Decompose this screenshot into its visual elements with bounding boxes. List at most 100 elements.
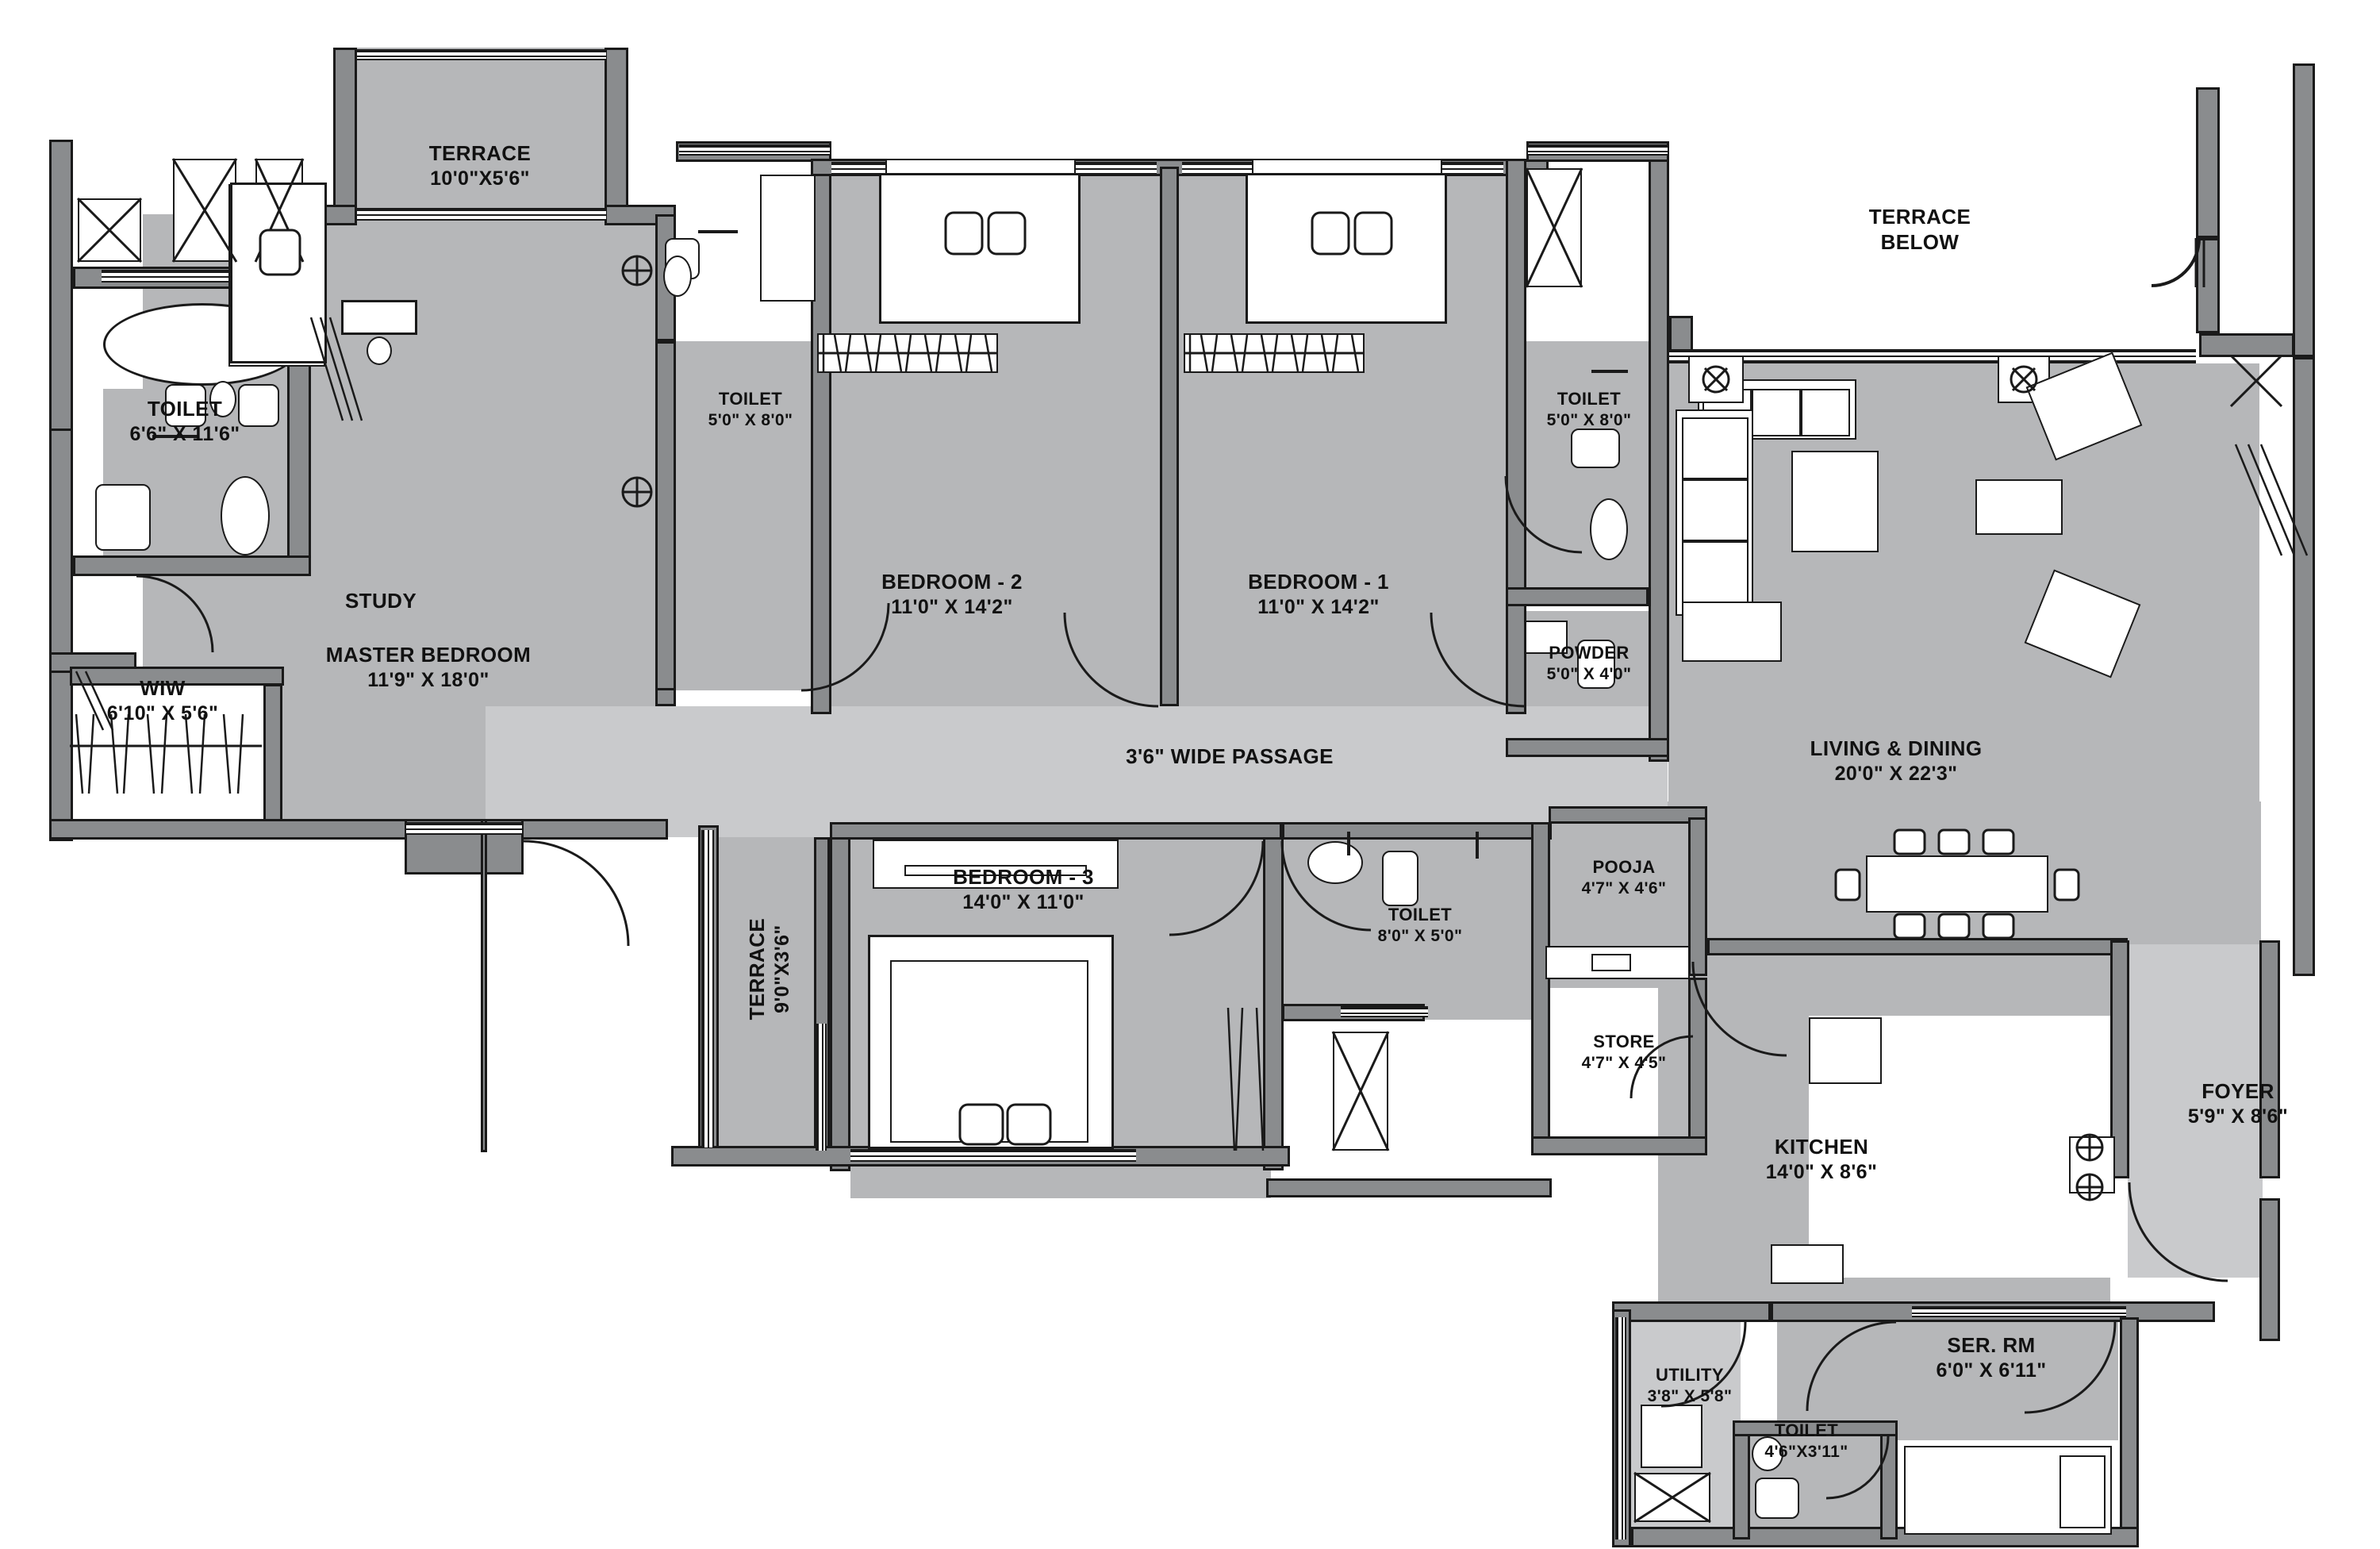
wc-servant-toilet — [1755, 1478, 1799, 1519]
window-living-sliding — [1669, 349, 2196, 363]
wall-terracebelow-right — [2199, 333, 2294, 357]
wc-master — [95, 484, 151, 551]
label-servant-room: SER. RM 6'0" X 6'11" — [1936, 1333, 2047, 1382]
window-terrace-top — [357, 49, 606, 60]
label-master-toilet: TOILET 6'6" X 11'6" — [129, 397, 240, 445]
room-fill-terrace-top — [333, 48, 627, 214]
wall-t2-left-2 — [655, 341, 676, 690]
shower-toilet-bed2 — [760, 175, 816, 302]
basin-powder — [1525, 621, 1568, 654]
wall-kitchen-top — [1707, 938, 2128, 955]
room-fill-terrace-below — [1680, 67, 2200, 329]
wall-passage-bottom-1 — [481, 819, 487, 1152]
label-terrace-top: TERRACE 10'0"X5'6" — [428, 141, 532, 190]
wall-pooja-top — [1549, 806, 1707, 824]
sofa-seg-2 — [1752, 389, 1801, 436]
washer-utility — [1641, 1405, 1702, 1468]
sectional-seg-3 — [1682, 541, 1749, 603]
wall-bed3-top — [830, 822, 1282, 840]
wall-bed3-right — [1263, 837, 1284, 1170]
label-study: STUDY — [344, 589, 417, 613]
label-toilet-bed1: TOILET 5'0" X 8'0" — [1546, 389, 1632, 429]
duct-master-1 — [173, 159, 236, 262]
shower-toilet-bed1 — [1526, 168, 1582, 287]
wall-bed1-right — [1506, 159, 1526, 714]
wall-living-topright — [2196, 87, 2220, 238]
wall-kitchen-bottom — [1612, 1301, 1771, 1322]
basin-servant-toilet — [1752, 1436, 1783, 1471]
label-servant-toilet: TOILET 4'6"X3'11" — [1764, 1420, 1848, 1461]
label-foyer: FOYER 5'9" X 8'6" — [2187, 1079, 2289, 1128]
wall-terrace-right — [605, 48, 628, 222]
bed-master-body — [230, 183, 327, 363]
wardrobe-servant — [2059, 1455, 2106, 1528]
sofa-seg-3 — [1801, 389, 1850, 436]
wc-toilet-bed3 — [1382, 851, 1418, 906]
window-terrace-left-glz — [701, 830, 714, 1147]
bed-headboard-bed3 — [873, 840, 1119, 889]
side-table-living — [1975, 479, 2063, 535]
wall-t3-bottom-2 — [1266, 1178, 1552, 1197]
mattress-bed3 — [890, 960, 1088, 1143]
wc-powder — [1577, 640, 1615, 689]
wall-right-foyer — [2259, 940, 2280, 1178]
room-fill-passage — [486, 706, 1668, 837]
label-bedroom1: BEDROOM - 1 11'0" X 14'2" — [1248, 570, 1389, 618]
sectional-seg-2 — [1682, 479, 1749, 541]
wall-pooja-right — [1688, 817, 1707, 976]
wall-ser-right — [2120, 1317, 2139, 1547]
wall-wiw-right — [263, 684, 282, 835]
basin-toilet-bed1 — [1590, 498, 1628, 560]
window-toilet-bed2-top — [679, 144, 830, 156]
window-bed3-bottom — [850, 1149, 1136, 1162]
wall-master-top-right — [605, 205, 676, 225]
armchair-master-right — [238, 384, 279, 427]
sectional-seg-1 — [1682, 417, 1749, 479]
window-terrace-left-glz2 — [816, 1024, 827, 1151]
armchair-master-left — [165, 384, 206, 427]
lamp-table-right — [1998, 356, 2050, 403]
bed-bedroom2 — [879, 173, 1081, 324]
bed-bedroom1 — [1246, 173, 1447, 324]
label-store: STORE 4'7" X 4'5" — [1581, 1032, 1667, 1072]
label-utility: UTILITY 3'8" X 5'8" — [1647, 1365, 1733, 1405]
coffee-table-living — [1791, 451, 1879, 552]
wall-terrace-left — [333, 48, 357, 222]
label-kitchen: KITCHEN 14'0" X 8'6" — [1765, 1135, 1878, 1183]
label-pooja: POOJA 4'7" X 4'6" — [1581, 857, 1667, 897]
duct-utility — [1634, 1473, 1710, 1522]
wall-t1-mid — [1506, 587, 1649, 606]
basin-toilet-bed2 — [663, 256, 692, 297]
wardrobe-bed2 — [817, 333, 998, 373]
room-fill-toilet-bed1 — [1506, 341, 1668, 595]
label-toilet-bed3: TOILET 8'0" X 5'0" — [1377, 905, 1463, 945]
wall-right-foyer-2 — [2259, 1198, 2280, 1341]
wall-left-outer — [49, 140, 73, 433]
shower-area-master — [78, 198, 141, 262]
label-master-bedroom: MASTER BEDROOM 11'9" X 18'0" — [325, 643, 532, 691]
label-terrace-below: TERRACE BELOW — [1868, 205, 1971, 254]
wall-bed-split — [1160, 167, 1179, 706]
wall-ser-toilet-right — [1880, 1420, 1898, 1539]
wall-left-outer-2 — [49, 429, 73, 659]
window-master-bottom — [406, 822, 522, 835]
label-passage: 3'6" WIDE PASSAGE — [1126, 744, 1334, 768]
lamp-table-left — [1688, 356, 1744, 403]
wall-t3-top — [1282, 822, 1552, 840]
room-fill-toilet-bed3-duct — [1282, 1022, 1544, 1197]
wall-master-bottom — [49, 819, 668, 840]
label-wiw: WIW 6'10" X 5'6" — [106, 676, 219, 725]
wall-powder-bottom — [1506, 738, 1669, 757]
wall-store-bottom — [1531, 1136, 1707, 1155]
label-bedroom2: BEDROOM - 2 11'0" X 14'2" — [881, 570, 1023, 618]
pooja-niche — [1591, 954, 1631, 971]
label-bedroom3: BEDROOM - 3 14'0" X 11'0" — [953, 865, 1094, 913]
headboard-bar-bed3 — [904, 865, 1087, 876]
label-living-dining: LIVING & DINING 20'0" X 22'3" — [1810, 736, 1983, 785]
hob-kitchen — [2069, 1136, 2115, 1193]
wall-bed3-left — [830, 830, 850, 1171]
sink-kitchen — [1771, 1244, 1844, 1284]
fridge-kitchen — [1809, 1017, 1882, 1084]
label-toilet-bed2: TOILET 5'0" X 8'0" — [708, 389, 793, 429]
wall-left-outer-3 — [49, 667, 73, 841]
